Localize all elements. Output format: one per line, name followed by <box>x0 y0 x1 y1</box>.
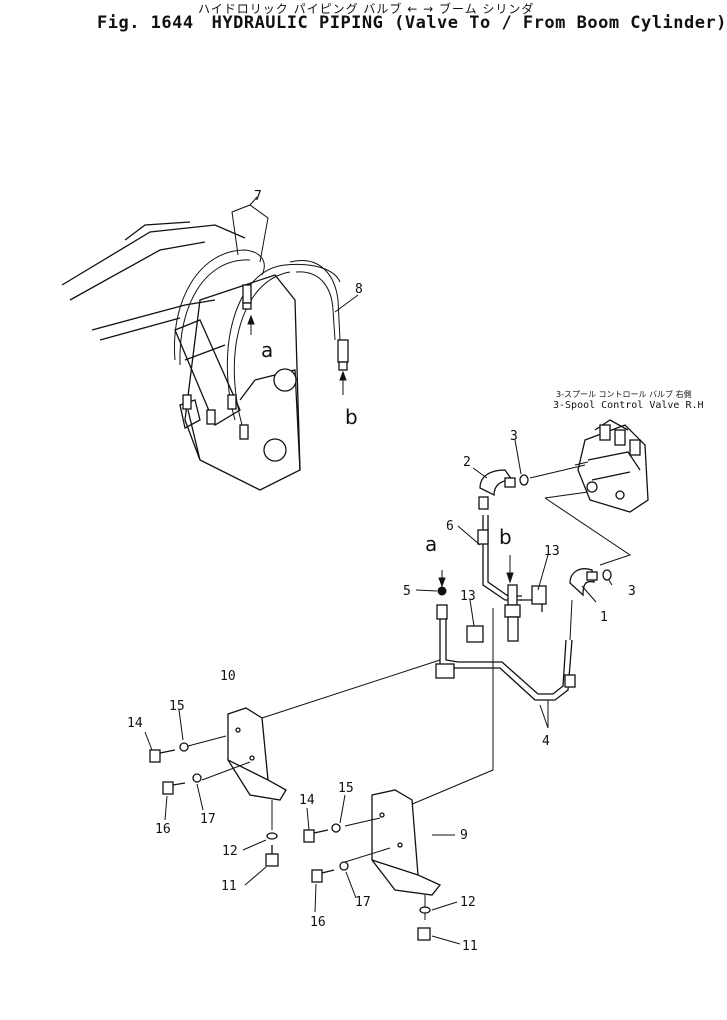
control-valve <box>529 419 649 566</box>
figure-title: Fig. 1644 HYDRAULIC PIPING (Valve To / Fr… <box>97 13 727 33</box>
control-valve-english-label: 3-Spool Control Valve R.H <box>553 400 704 411</box>
callout-11-left: 11 <box>221 879 237 894</box>
leader-lines <box>144 439 613 945</box>
washer-15-right <box>331 823 341 833</box>
callout-9: 9 <box>460 828 468 843</box>
callout-14-right: 14 <box>299 793 315 808</box>
boom-assembly <box>61 196 359 491</box>
hose-end-b-fitting <box>337 339 349 363</box>
callout-4: 4 <box>542 734 550 749</box>
bolt-16-left <box>162 781 174 795</box>
bolt-14-right <box>303 829 315 843</box>
connection-letter-b-upper: b <box>345 405 358 429</box>
callout-17-left: 17 <box>200 812 216 827</box>
callout-10: 10 <box>220 669 236 684</box>
callout-13-left: 13 <box>460 589 476 604</box>
tube-4 <box>439 619 573 701</box>
callout-6: 6 <box>446 519 454 534</box>
callout-17-right: 17 <box>355 895 371 910</box>
washer-12-right <box>419 906 431 914</box>
callout-8: 8 <box>355 282 363 297</box>
callout-13-right: 13 <box>544 544 560 559</box>
washer-17-right <box>339 861 349 871</box>
boom-pin-icon <box>273 368 297 392</box>
washer-15-left <box>179 742 189 752</box>
connection-letter-b-lower: b <box>499 525 512 549</box>
parts-diagram-page: ハイドロリック パイピング バルブ ← → ブーム シリンダ Fig. 1644… <box>61 2 727 954</box>
bolt-16-right <box>311 869 323 883</box>
clamp-13-left <box>466 625 484 643</box>
bolt-14-left <box>149 749 161 763</box>
callout-15-right: 15 <box>338 781 354 796</box>
callout-labels: 1 2 3 3 4 5 6 7 8 9 10 11 11 12 12 13 13… <box>127 189 636 954</box>
nut-5 <box>437 586 447 596</box>
boom-foot-pin-icon <box>263 438 287 462</box>
callout-1: 1 <box>600 610 608 625</box>
callout-14-left: 14 <box>127 716 143 731</box>
callout-5: 5 <box>403 584 411 599</box>
callout-7: 7 <box>254 189 262 204</box>
callout-3-lower: 3 <box>628 584 636 599</box>
o-ring-3-upper <box>519 474 529 486</box>
piping-parts <box>261 469 612 806</box>
o-ring-3-lower <box>602 569 612 581</box>
bracket-9 <box>371 789 442 896</box>
connection-letter-a-lower: a <box>425 532 437 556</box>
brackets <box>187 707 442 920</box>
japanese-title: ハイドロリック パイピング バルブ ← → ブーム シリンダ <box>198 2 535 16</box>
callout-12-right: 12 <box>460 895 476 910</box>
bracket-10 <box>227 707 287 801</box>
bolt-11-right <box>417 927 431 941</box>
callout-16-right: 16 <box>310 915 326 930</box>
hydraulic-piping-drawing: 3-スプール コントロール バルブ 右側 3-Spool Control Val… <box>61 189 704 954</box>
callout-2: 2 <box>463 455 471 470</box>
callout-3-upper: 3 <box>510 429 518 444</box>
clamp-13-right <box>531 585 547 605</box>
figure-caption: HYDRAULIC PIPING (Valve To / From Boom C… <box>211 13 727 33</box>
callout-15-left: 15 <box>169 699 185 714</box>
connection-letter-a-upper: a <box>261 338 273 362</box>
washer-17-left <box>192 773 202 783</box>
callout-11-right: 11 <box>462 939 478 954</box>
washer-12-left <box>266 832 278 840</box>
callout-12-left: 12 <box>222 844 238 859</box>
figure-number: Fig. 1644 <box>97 13 194 33</box>
bolt-11-left <box>265 853 279 867</box>
control-valve-japanese-label: 3-スプール コントロール バルブ 右側 <box>556 389 692 399</box>
callout-16-left: 16 <box>155 822 171 837</box>
fasteners <box>149 742 431 941</box>
hose-end-a-fitting <box>242 284 252 304</box>
